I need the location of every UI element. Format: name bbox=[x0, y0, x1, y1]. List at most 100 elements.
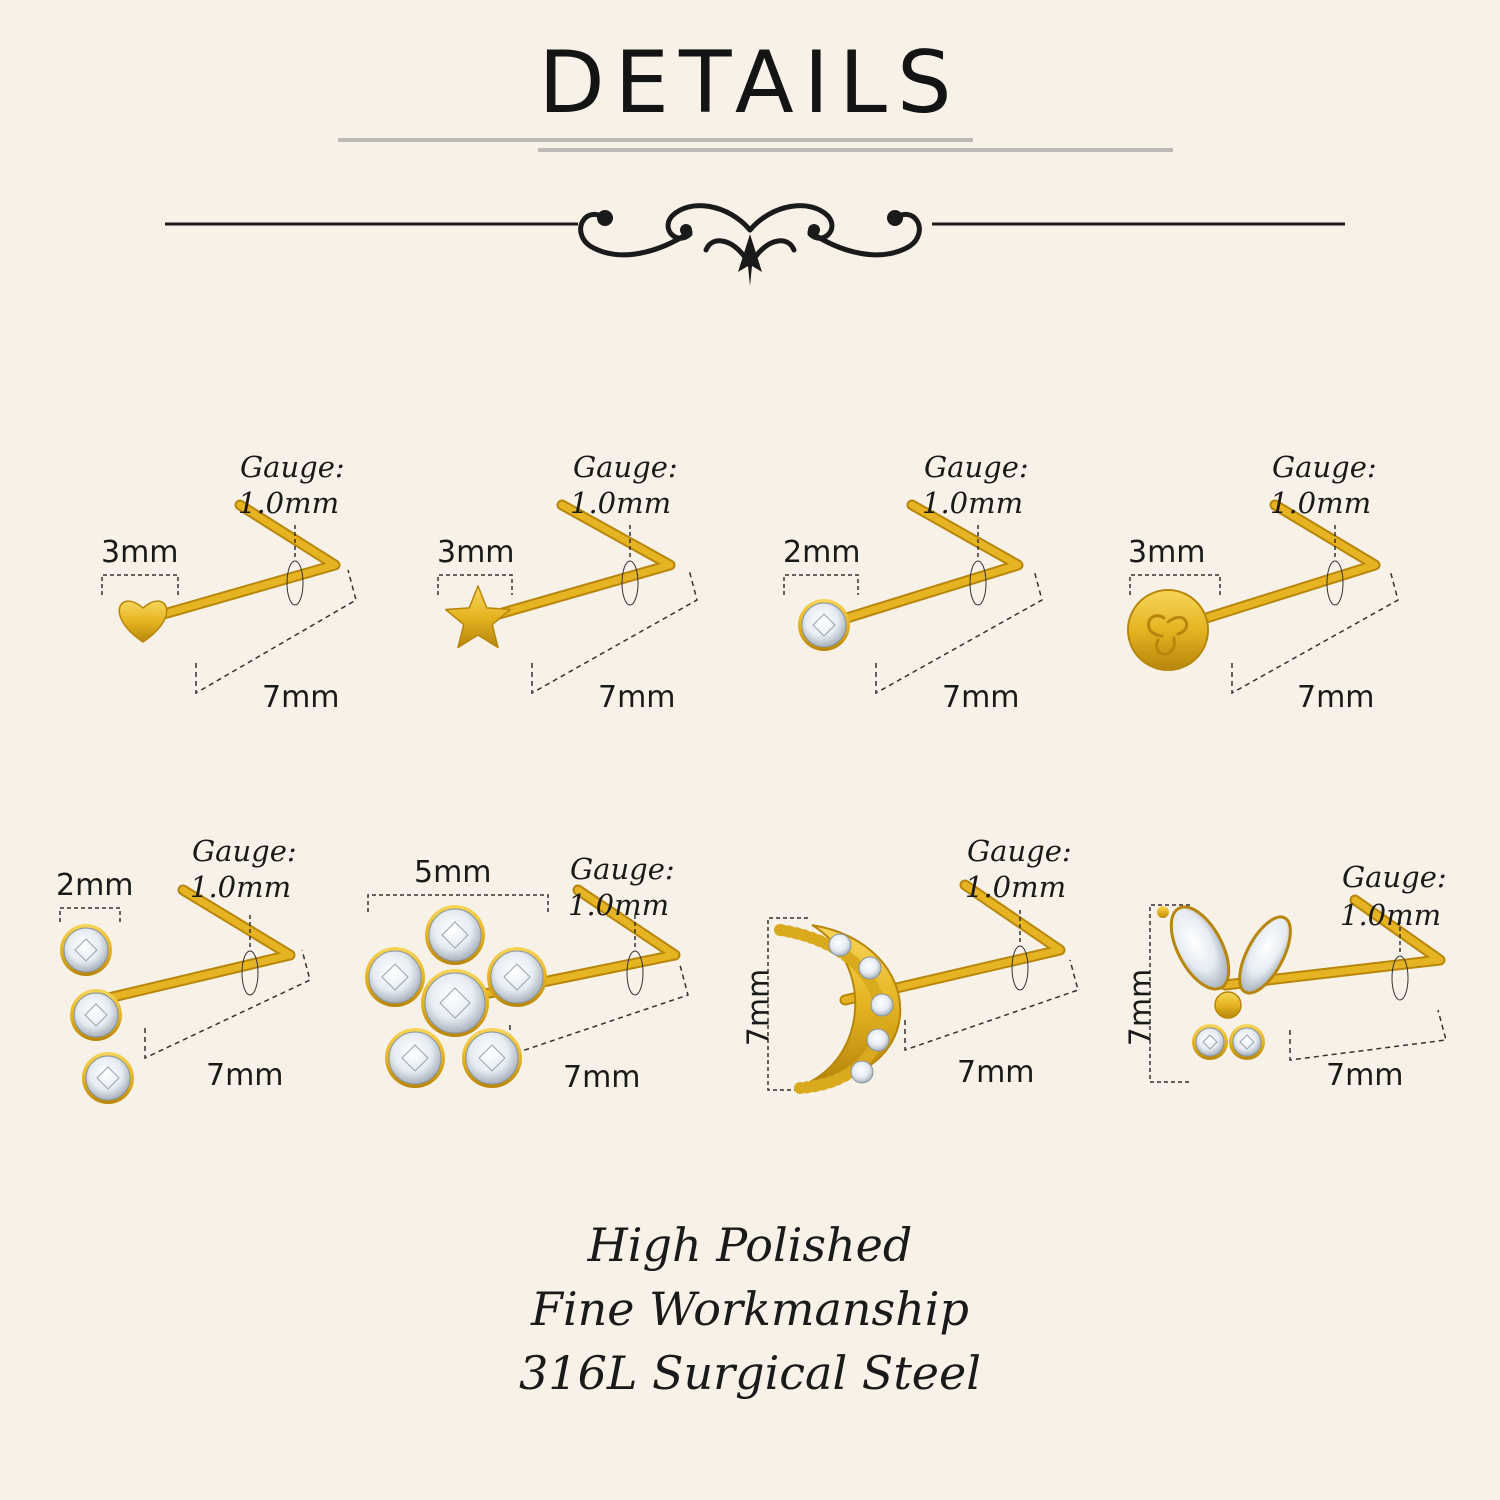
gauge-ring bbox=[626, 950, 644, 996]
title-underline-top bbox=[338, 138, 973, 142]
nose-stud-heart bbox=[101, 499, 357, 695]
length-dimension bbox=[195, 569, 357, 695]
size-dimension bbox=[767, 917, 808, 1091]
size-label: 3mm bbox=[1128, 535, 1206, 570]
tagline-3: 316L Surgical Steel bbox=[519, 1346, 981, 1400]
nose-stud-triple-gem bbox=[59, 884, 311, 1104]
size-dimension bbox=[783, 574, 859, 595]
post bbox=[474, 501, 674, 624]
wing-gem-right bbox=[1232, 1027, 1262, 1057]
gauge-title: Gauge: bbox=[240, 450, 345, 484]
wing-gem-left bbox=[1195, 1027, 1225, 1057]
gauge-value: 1.0mm bbox=[238, 486, 340, 520]
nose-stud-triskele bbox=[1127, 499, 1399, 695]
gauge-value: 1.0mm bbox=[190, 870, 292, 904]
gauge-title: Gauge: bbox=[570, 852, 675, 886]
butterfly-body bbox=[1214, 991, 1242, 1019]
gem-top bbox=[63, 927, 109, 973]
gauge-value: 1.0mm bbox=[568, 888, 670, 922]
length-label: 7mm bbox=[598, 680, 676, 715]
gauge-value: 1.0mm bbox=[922, 486, 1024, 520]
length-label: 7mm bbox=[942, 680, 1020, 715]
post bbox=[1221, 896, 1444, 989]
size-dimension bbox=[59, 907, 121, 922]
gauge-title: Gauge: bbox=[924, 450, 1029, 484]
size-dimension bbox=[437, 574, 513, 595]
nose-stud-star bbox=[437, 499, 698, 695]
tagline-2: Fine Workmanship bbox=[531, 1282, 969, 1336]
nose-stud-moon bbox=[767, 879, 1079, 1094]
length-label: 7mm bbox=[1326, 1058, 1404, 1093]
round-gem-head bbox=[801, 602, 847, 648]
moon-gem-2 bbox=[858, 956, 882, 980]
size-label: 5mm bbox=[414, 855, 492, 890]
gem-bottom bbox=[85, 1055, 131, 1101]
title-underline-bottom bbox=[538, 148, 1173, 152]
nose-stud-round-gem bbox=[783, 499, 1043, 695]
length-dimension bbox=[531, 569, 698, 695]
length-label: 7mm bbox=[1297, 680, 1375, 715]
gauge-ring bbox=[1326, 560, 1344, 606]
moon-gem-4 bbox=[866, 1028, 890, 1052]
page-title: DETAILS bbox=[538, 33, 962, 133]
wing-right bbox=[1238, 915, 1292, 995]
gem-middle bbox=[73, 992, 119, 1038]
length-label: 7mm bbox=[563, 1060, 641, 1095]
gauge-title: Gauge: bbox=[192, 834, 297, 868]
length-label: 7mm bbox=[957, 1055, 1035, 1090]
heart-head bbox=[118, 600, 168, 643]
length-dimension bbox=[1231, 569, 1399, 695]
size-label: 2mm bbox=[783, 535, 861, 570]
moon-gem-5 bbox=[850, 1060, 874, 1084]
gauge-value: 1.0mm bbox=[1340, 898, 1442, 932]
gauge-value: 1.0mm bbox=[965, 870, 1067, 904]
gauge-title: Gauge: bbox=[967, 834, 1072, 868]
flower-petal-1 bbox=[428, 908, 482, 962]
wing-left bbox=[1169, 905, 1231, 991]
size-label: 3mm bbox=[101, 535, 179, 570]
gauge-value: 1.0mm bbox=[570, 486, 672, 520]
flower-petal-5 bbox=[465, 1031, 519, 1085]
gauge-title: Gauge: bbox=[1272, 450, 1377, 484]
gauge-ring bbox=[241, 950, 259, 996]
flower-petal-2 bbox=[368, 950, 422, 1004]
gauge-ring bbox=[286, 560, 304, 606]
post bbox=[139, 501, 339, 624]
gauge-title: Gauge: bbox=[1342, 860, 1447, 894]
length-label: 7mm bbox=[262, 680, 340, 715]
post bbox=[820, 501, 1022, 629]
size-label: 7mm bbox=[1123, 968, 1159, 1047]
triskele-head bbox=[1127, 589, 1209, 671]
star-head bbox=[444, 585, 512, 649]
gauge-value: 1.0mm bbox=[1270, 486, 1372, 520]
post bbox=[841, 881, 1064, 1004]
gauge-ring bbox=[1391, 955, 1409, 1001]
tagline-1: High Polished bbox=[587, 1218, 913, 1272]
length-dimension bbox=[875, 569, 1043, 695]
nose-stud-butterfly bbox=[1149, 894, 1447, 1083]
ornament-divider bbox=[165, 203, 1345, 286]
length-label: 7mm bbox=[206, 1058, 284, 1093]
length-dimension bbox=[1289, 1009, 1447, 1061]
nose-stud-flower bbox=[365, 884, 689, 1088]
size-dimension bbox=[1129, 574, 1221, 595]
size-label: 3mm bbox=[437, 535, 515, 570]
size-dimension bbox=[1149, 904, 1190, 1083]
post bbox=[1164, 501, 1379, 634]
moon-gem-1 bbox=[828, 933, 852, 957]
gauge-ring bbox=[621, 560, 639, 606]
size-dimension bbox=[101, 574, 179, 595]
flower-center bbox=[424, 972, 486, 1034]
length-dimension bbox=[144, 949, 311, 1060]
size-label: 7mm bbox=[741, 968, 777, 1047]
moon-gem-3 bbox=[870, 993, 894, 1017]
gauge-title: Gauge: bbox=[573, 450, 678, 484]
length-dimension bbox=[904, 959, 1079, 1052]
post-shadow bbox=[94, 884, 296, 1006]
flower-petal-4 bbox=[388, 1031, 442, 1085]
flower-petal-3 bbox=[490, 950, 544, 1004]
size-dimension bbox=[367, 894, 549, 912]
size-label: 2mm bbox=[56, 868, 134, 903]
antenna-tip bbox=[1157, 906, 1169, 918]
